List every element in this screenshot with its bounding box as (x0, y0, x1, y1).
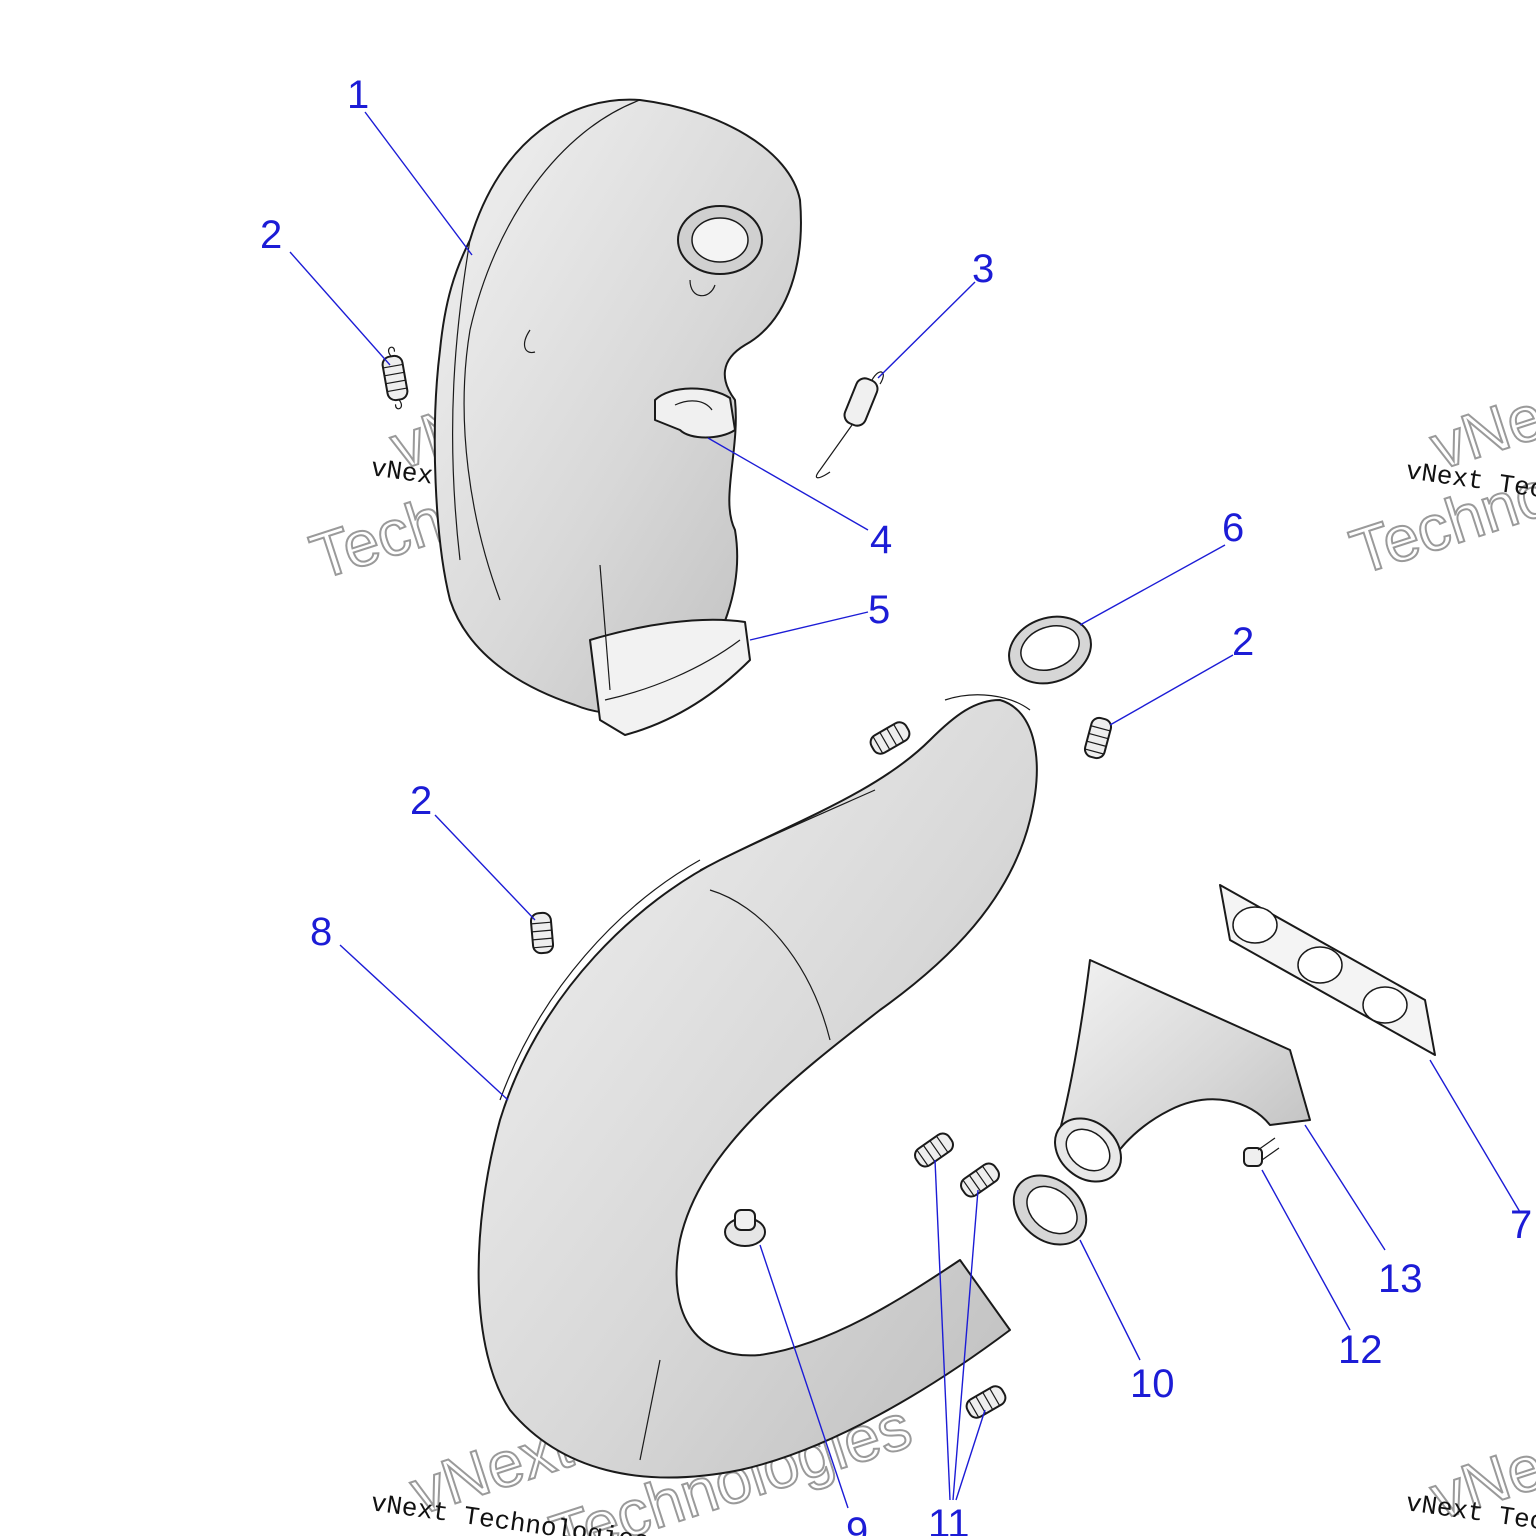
leader-line (1261, 1169, 1351, 1331)
callout-labels: 1 2 3 4 5 6 2 2 8 7 13 12 10 9 11 (260, 73, 1532, 1536)
callout-1: 1 (347, 73, 369, 117)
leader-line (707, 437, 869, 531)
callout-2: 2 (410, 779, 432, 823)
callout-4: 4 (870, 518, 892, 562)
exhaust-manifold-part (1054, 959, 1311, 1183)
pipe-edge-flange (699, 789, 876, 871)
expansion-chamber-part (477, 694, 1038, 1479)
spring-part (869, 721, 911, 755)
callout-10: 10 (1130, 1362, 1175, 1406)
sensor-plug-part (724, 1209, 766, 1247)
leader-line (749, 611, 869, 641)
leader-lines (289, 111, 1521, 1509)
callout-2: 2 (1232, 620, 1254, 664)
callout-7: 7 (1510, 1203, 1532, 1247)
leader-line (364, 111, 473, 256)
bracket-clip-part (654, 387, 736, 439)
callout-8: 8 (310, 910, 332, 954)
bolt-part (1243, 1137, 1280, 1167)
spring-part (965, 1385, 1007, 1419)
callout-3: 3 (972, 247, 994, 291)
seal-ring-part (1008, 615, 1092, 685)
callout-11: 11 (928, 1502, 970, 1536)
heat-shield-part (433, 98, 802, 715)
spring-part (960, 1162, 1000, 1198)
leader-line (1079, 1239, 1141, 1361)
gasket-part (1219, 884, 1436, 1056)
callout-12: 12 (1338, 1328, 1383, 1372)
lower-shield-plate-part (589, 564, 751, 736)
leader-line (934, 1159, 951, 1501)
callout-6: 6 (1222, 506, 1244, 550)
spring-part (914, 1132, 954, 1168)
spring-part (381, 346, 409, 410)
lower-seal-ring-part (1012, 1174, 1088, 1246)
spring-part (529, 911, 555, 955)
leader-line (339, 944, 509, 1101)
leader-line (1109, 654, 1234, 726)
leader-line (877, 281, 976, 379)
callout-5: 5 (868, 588, 890, 632)
leader-line (289, 251, 391, 366)
callout-13: 13 (1378, 1257, 1423, 1301)
leader-line (759, 1244, 849, 1509)
leader-line (1079, 544, 1226, 626)
callout-2: 2 (260, 213, 282, 257)
leader-line (952, 1189, 979, 1501)
leader-line (434, 814, 536, 921)
leader-line (955, 1409, 986, 1501)
leader-line (1429, 1059, 1521, 1213)
leader-line (1304, 1124, 1386, 1251)
spring-part (1083, 716, 1113, 760)
hook-spring-part (815, 371, 884, 479)
callout-9: 9 (846, 1510, 868, 1536)
